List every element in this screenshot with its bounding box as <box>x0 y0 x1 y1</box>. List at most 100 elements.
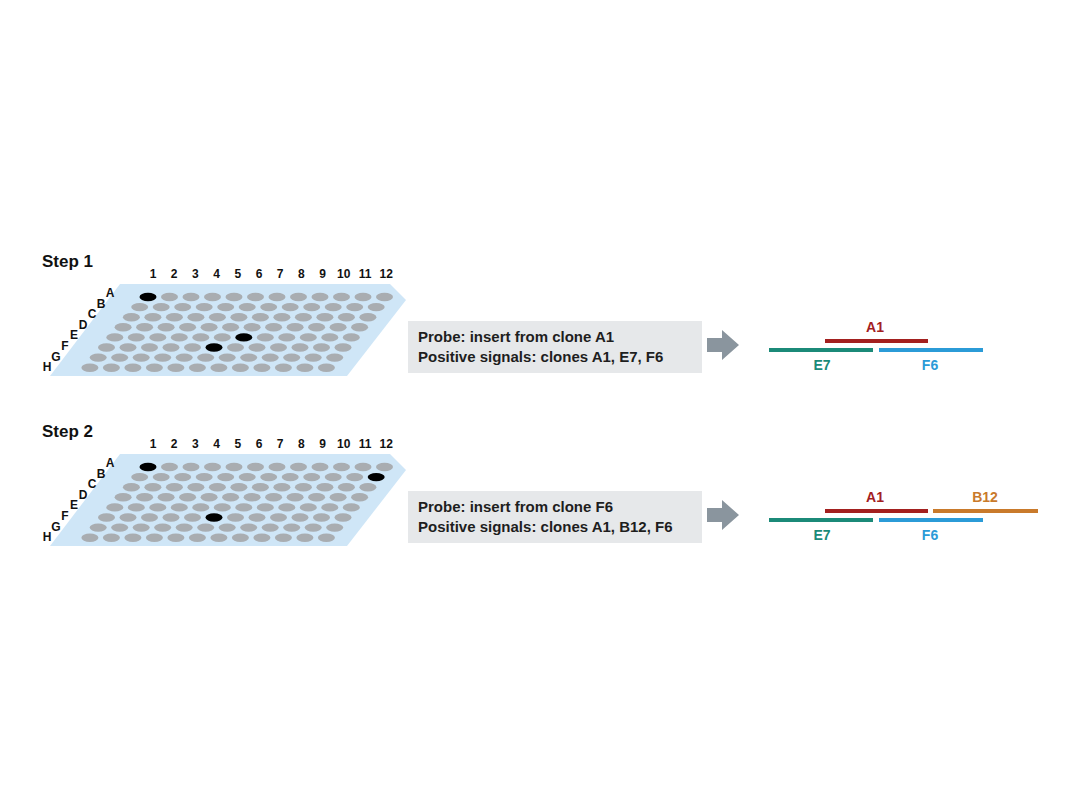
probe-text: Probe: insert from clone A1 <box>418 327 692 347</box>
well <box>351 493 368 501</box>
well <box>338 313 355 321</box>
well <box>278 503 295 511</box>
well <box>226 293 243 301</box>
clone-label: F6 <box>922 358 938 372</box>
well <box>265 323 282 331</box>
clone-bar <box>825 509 928 513</box>
column-number: 3 <box>192 438 199 450</box>
well <box>174 303 191 311</box>
well <box>330 493 347 501</box>
well <box>189 364 206 372</box>
well <box>133 353 150 361</box>
row-letter: F <box>61 510 68 522</box>
well <box>120 513 137 521</box>
well <box>269 293 286 301</box>
wells <box>81 293 393 372</box>
well <box>247 463 264 471</box>
well <box>283 353 300 361</box>
well <box>355 463 372 471</box>
row-letter: A <box>106 457 115 469</box>
well <box>260 473 277 481</box>
well <box>171 333 188 341</box>
well <box>115 493 132 501</box>
well <box>290 293 307 301</box>
well <box>273 313 290 321</box>
well <box>292 513 309 521</box>
well <box>325 303 342 311</box>
well <box>154 523 171 531</box>
well <box>326 523 343 531</box>
well <box>239 303 256 311</box>
clone-label: A1 <box>866 320 884 334</box>
clone-label: E7 <box>813 358 830 372</box>
well <box>305 523 322 531</box>
well <box>273 483 290 491</box>
well <box>136 493 153 501</box>
row-letter: B <box>97 298 106 310</box>
well <box>318 534 335 542</box>
well <box>192 503 209 511</box>
well <box>144 483 161 491</box>
well <box>153 473 170 481</box>
column-number: 5 <box>234 268 241 280</box>
well <box>290 463 307 471</box>
well <box>183 293 200 301</box>
well <box>316 313 333 321</box>
well <box>222 323 239 331</box>
well <box>176 523 193 531</box>
well <box>230 483 247 491</box>
well <box>184 343 201 351</box>
well <box>174 473 191 481</box>
well <box>257 333 274 341</box>
probe-box: Probe: insert from clone F6Positive sign… <box>408 491 702 543</box>
well <box>146 534 163 542</box>
row-letter: E <box>70 329 78 341</box>
well <box>90 353 107 361</box>
well <box>312 293 329 301</box>
well <box>335 513 352 521</box>
column-number: 5 <box>234 438 241 450</box>
plate-step-2 <box>50 454 406 546</box>
well <box>149 503 166 511</box>
well <box>343 333 360 341</box>
clone-bar <box>769 348 873 352</box>
row-letter: G <box>51 351 60 363</box>
well <box>249 343 266 351</box>
well <box>292 343 309 351</box>
well <box>209 483 226 491</box>
well <box>167 534 184 542</box>
column-number: 12 <box>380 438 393 450</box>
well <box>300 333 317 341</box>
clone-bar <box>879 518 983 522</box>
well <box>111 353 128 361</box>
well <box>214 503 231 511</box>
well <box>140 293 157 301</box>
well <box>184 513 201 521</box>
arrow <box>707 500 739 530</box>
well <box>275 364 292 372</box>
well <box>265 493 282 501</box>
well <box>252 483 269 491</box>
well <box>260 303 277 311</box>
microplate <box>50 454 406 546</box>
well <box>235 503 252 511</box>
well <box>141 513 158 521</box>
well <box>115 323 132 331</box>
row-letter: C <box>88 478 97 490</box>
well <box>81 534 98 542</box>
well <box>106 333 123 341</box>
well <box>262 523 279 531</box>
column-number: 7 <box>277 268 284 280</box>
clone-bar <box>879 348 983 352</box>
well <box>282 473 299 481</box>
clone-bar <box>933 509 1038 513</box>
well <box>368 473 385 481</box>
well <box>269 463 286 471</box>
row-letter: C <box>88 308 97 320</box>
well <box>123 483 140 491</box>
clone-bar <box>769 518 873 522</box>
clone-bars <box>769 341 1038 520</box>
well <box>183 463 200 471</box>
well <box>206 343 223 351</box>
